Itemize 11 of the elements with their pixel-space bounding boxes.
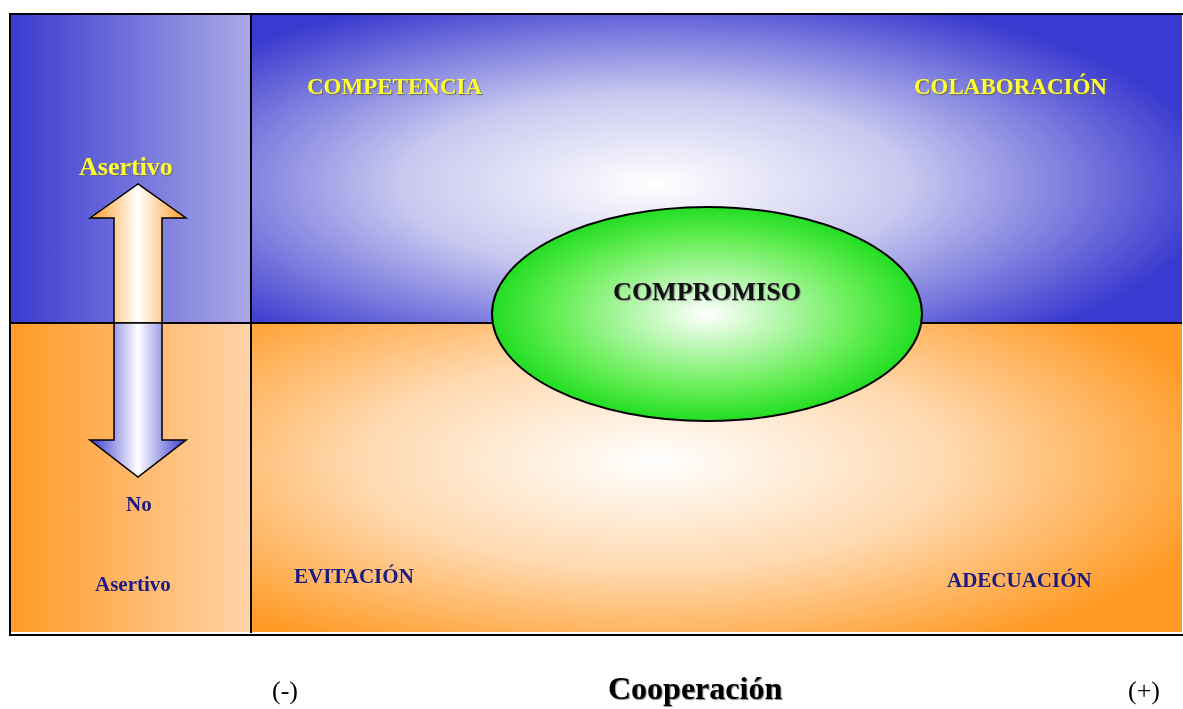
axis-label: Asertivo [95,572,171,597]
axis-title: Cooperación [608,670,783,707]
axis-label: (-) [272,676,298,706]
quadrant-label: ADECUACIÓN [947,568,1092,593]
axis-label: (+) [1128,676,1160,706]
quadrant-label: EVITACIÓN [294,564,414,589]
quadrant-label: COMPETENCIA [307,74,483,100]
axis-label: No [126,492,152,517]
ellipse-label: COMPROMISO [612,277,802,307]
axis-label: Asertivo [79,152,173,182]
quadrant-label: COLABORACIÓN [914,74,1107,100]
